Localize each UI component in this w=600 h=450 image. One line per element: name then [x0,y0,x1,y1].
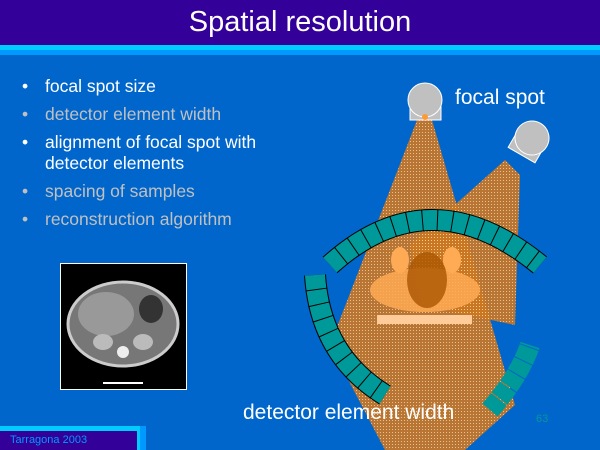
focal-spot-marker [422,114,428,120]
bullet-text: alignment of focal spot with detector el… [45,132,257,173]
patient-phantom [370,247,480,324]
footer-text: Tarragona 2003 [0,431,137,450]
bullet-item: detector element width [22,104,275,125]
bullet-item: focal spot size [22,76,275,97]
focal-spot-label: focal spot [455,86,545,109]
bullet-item: reconstruction algorithm [22,209,275,230]
scanner-geometry-diagram [304,82,550,450]
title-bar [0,0,600,45]
x-ray-tube-2 [507,120,550,164]
x-ray-tube-1 [407,82,443,121]
detector-arc [304,209,547,417]
bullet-list: focal spot size detector element width a… [22,76,275,237]
bullet-item: alignment of focal spot with detector el… [22,132,275,174]
ct-scan-graphic [66,280,180,384]
slide-title: Spatial resolution [188,6,412,38]
detector-element-width-label: detector element width [243,401,455,424]
page-number: 63 [536,413,549,425]
ct-scan-image [60,263,187,390]
title-divider-secondary [0,50,600,55]
bullet-item: spacing of samples [22,181,275,202]
title-divider [0,45,600,50]
